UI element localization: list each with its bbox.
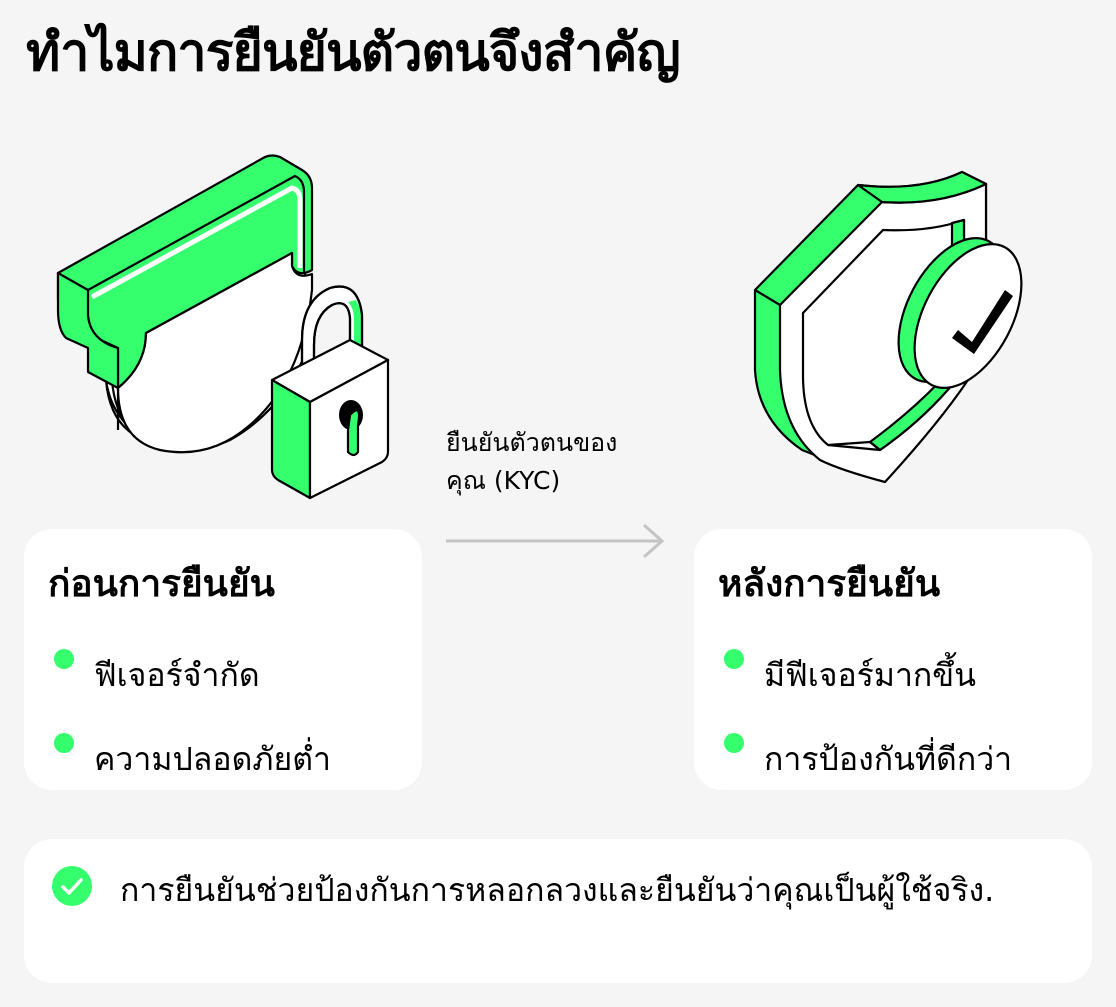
list-item-label: ฟีเจอร์จำกัด	[94, 656, 260, 694]
note-text: การยืนยันช่วยป้องกันการหลอกลวงและยืนยันว…	[120, 871, 995, 909]
kyc-flow-label: ยืนยันตัวตนของ คุณ (KYC)	[446, 424, 686, 500]
check-circle-icon	[52, 866, 92, 906]
shield-check-icon	[753, 170, 1023, 484]
shield-check-illustration	[740, 170, 1040, 490]
bullet-dot-icon	[54, 649, 74, 669]
kyc-label-line2: คุณ (KYC)	[446, 466, 561, 495]
after-card-title: หลังการยืนยัน	[718, 562, 941, 605]
page-title: ทำไมการยืนยันตัวตนจึงสำคัญ	[26, 23, 681, 83]
bullet-dot-icon	[724, 733, 744, 753]
bullet-dot-icon	[54, 733, 74, 753]
chat-bubble-padlock-illustration	[40, 140, 400, 510]
after-verification-card: หลังการยืนยัน มีฟีเจอร์มากขึ้น การป้องกั…	[694, 529, 1092, 790]
arrow-right-icon	[444, 523, 668, 559]
before-card-title: ก่อนการยืนยัน	[48, 562, 275, 605]
kyc-label-line1: ยืนยันตัวตนของ	[446, 428, 618, 457]
list-item-label: ความปลอดภัยต่ำ	[94, 740, 331, 778]
list-item-label: มีฟีเจอร์มากขึ้น	[764, 656, 977, 694]
list-item-label: การป้องกันที่ดีกว่า	[764, 740, 1013, 778]
verification-note-card: การยืนยันช่วยป้องกันการหลอกลวงและยืนยันว…	[24, 839, 1092, 983]
bullet-dot-icon	[724, 649, 744, 669]
chat-bubble-padlock-icon	[56, 154, 390, 500]
before-verification-card: ก่อนการยืนยัน ฟีเจอร์จำกัด ความปลอดภัยต่…	[24, 529, 422, 790]
